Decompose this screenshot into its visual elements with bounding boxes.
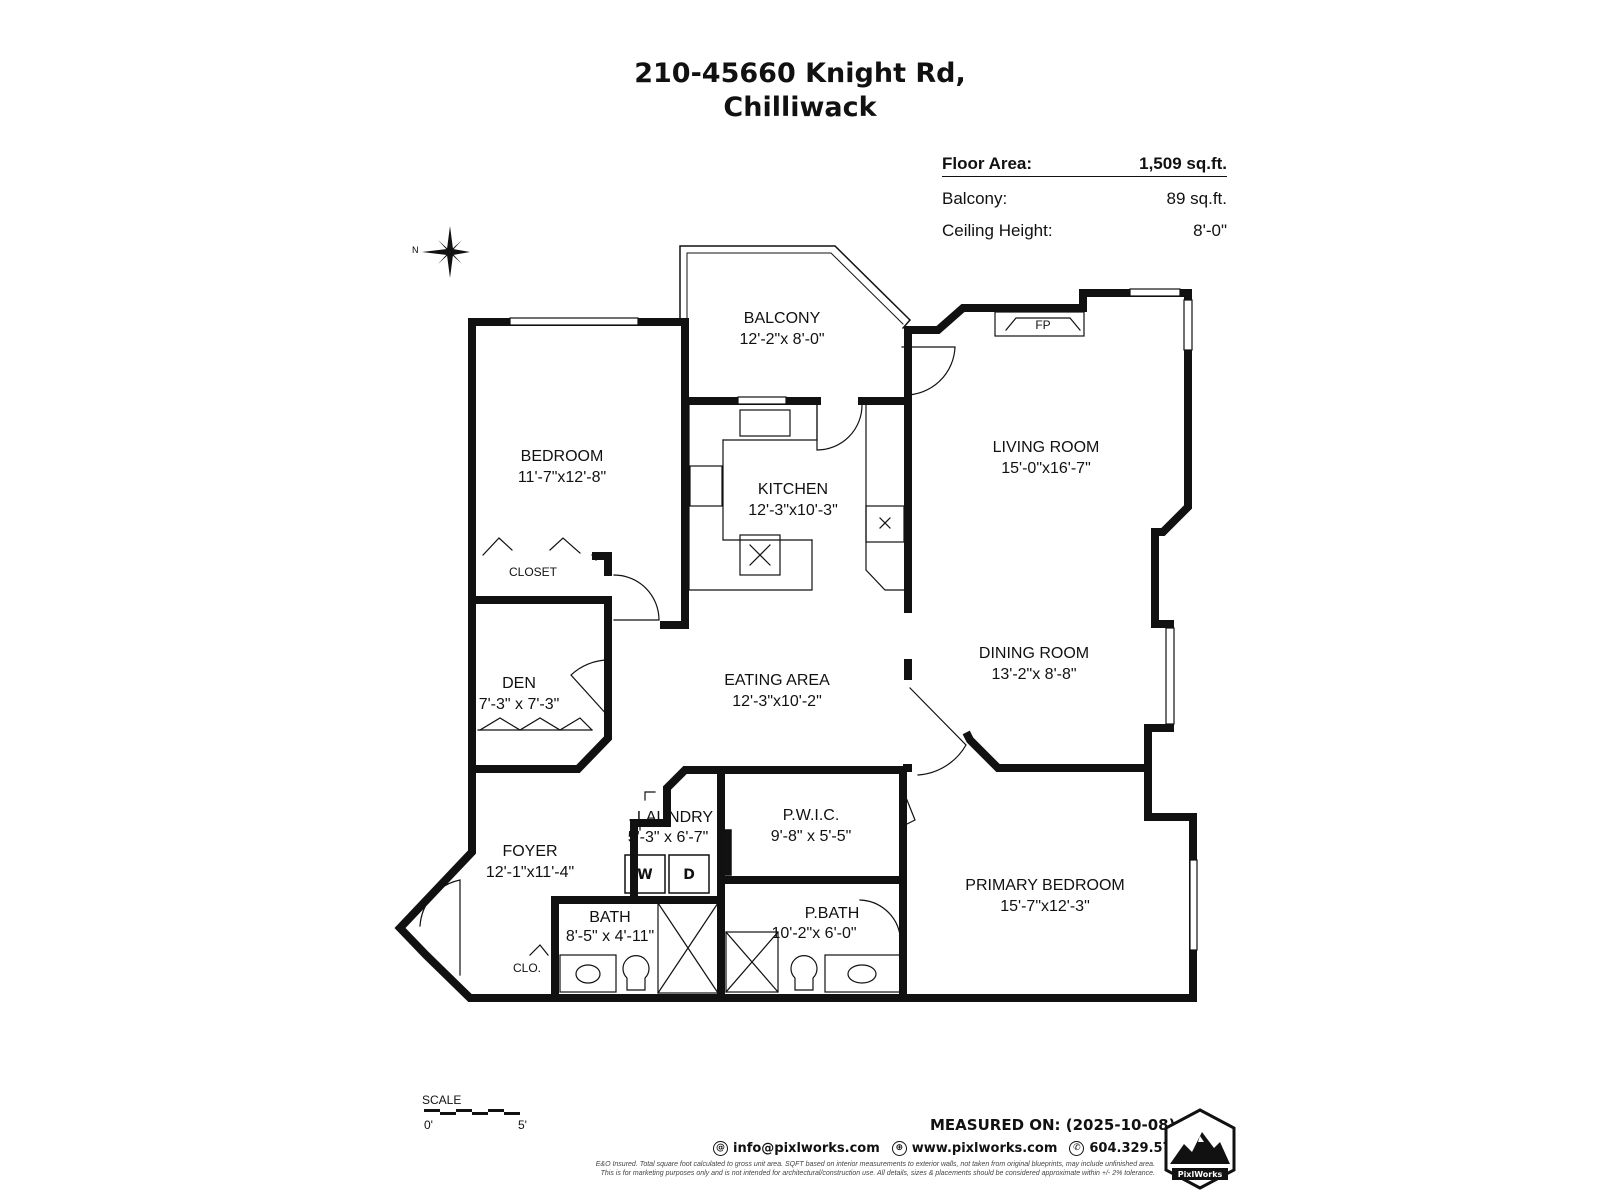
scale-start: 0' [424, 1118, 433, 1132]
area-row-floor: Floor Area: 1,509 sq.ft. [942, 150, 1227, 177]
area-value: 1,509 sq.ft. [1139, 154, 1227, 173]
email-text: info@pixlworks.com [733, 1141, 880, 1156]
area-value: 8'-0" [1193, 221, 1227, 240]
scale-label: SCALE [422, 1093, 462, 1107]
room-name: DEN [502, 675, 536, 692]
room-name: FP [1035, 318, 1050, 332]
room-name: CLO. [513, 961, 541, 975]
room-dims: 5'-3" x 6'-7" [628, 829, 709, 846]
room-name: DINING ROOM [979, 645, 1089, 662]
area-value: 89 sq.ft. [1166, 189, 1227, 208]
room-dims: 9'-8" x 5'-5" [771, 828, 852, 845]
room-name: BEDROOM [521, 448, 604, 465]
washer-label: W [637, 867, 652, 883]
room-name: LAUNDRY [637, 809, 714, 826]
kitchen-counters [688, 404, 906, 591]
scale-bar [424, 1109, 520, 1115]
phone-icon: ✆ [1069, 1141, 1085, 1156]
area-label: Floor Area: [942, 154, 1033, 173]
door-swings [419, 346, 967, 976]
website-item[interactable]: ⊕ www.pixlworks.com [891, 1141, 1058, 1156]
pixlworks-logo: PixlWorks [1164, 1108, 1236, 1190]
disclaimer-line-1: E&O Insured. Total square foot calculate… [595, 1161, 1155, 1168]
closet-doors [477, 537, 597, 956]
area-label: Ceiling Height: [942, 221, 1053, 240]
address-line-1: 210-45660 Knight Rd, [634, 58, 966, 89]
room-dims: 8'-5" x 4'-11" [566, 928, 654, 945]
mail-icon: @ [713, 1141, 728, 1156]
compass-icon: N [412, 226, 470, 278]
disclaimer: E&O Insured. Total square foot calculate… [455, 1160, 1155, 1178]
room-dims: 12'-3"x10'-2" [732, 693, 822, 710]
logo-text: PixlWorks [1178, 1170, 1223, 1179]
disclaimer-line-2: This is for marketing purposes only and … [600, 1170, 1155, 1177]
room-dims: 10'-2"x 6'-0" [771, 925, 856, 942]
room-dims: 15'-0"x16'-7" [1001, 460, 1091, 477]
room-name: BALCONY [744, 310, 821, 327]
room-name: PRIMARY BEDROOM [965, 877, 1124, 894]
room-dims: 13'-2"x 8'-8" [991, 666, 1076, 683]
area-row-ceiling: Ceiling Height: 8'-0" [942, 209, 1227, 241]
room-dims: 12'-1"x11'-4" [486, 864, 574, 881]
bath-fixtures [559, 902, 901, 994]
website-text: www.pixlworks.com [911, 1141, 1058, 1156]
room-name: FOYER [502, 843, 557, 860]
room-name: KITCHEN [758, 481, 828, 498]
room-name: CLOSET [509, 565, 558, 579]
balcony-outline [679, 245, 912, 330]
scale-end: 5' [518, 1118, 527, 1132]
contact-info: @ info@pixlworks.com ⊕ www.pixlworks.com… [713, 1141, 1190, 1156]
room-name: P.BATH [805, 905, 860, 922]
measured-on: MEASURED ON: (2025-10-08) [930, 1116, 1176, 1134]
exterior-walls [394, 289, 1197, 1002]
address-line-2: Chilliwack [723, 92, 877, 123]
room-name: P.W.I.C. [783, 807, 840, 824]
dryer-label: D [683, 867, 695, 883]
globe-icon: ⊕ [891, 1141, 907, 1156]
room-name: EATING AREA [724, 672, 830, 689]
room-name: LIVING ROOM [993, 439, 1100, 456]
email-item[interactable]: @ info@pixlworks.com [713, 1141, 880, 1156]
room-name: BATH [589, 909, 630, 926]
room-dims: 7'-3" x 7'-3" [479, 696, 560, 713]
room-dims: 11'-7"x12'-8" [518, 469, 606, 486]
room-dims: 15'-7"x12'-3" [1000, 898, 1090, 915]
compass-label: N [412, 245, 419, 255]
area-table: Floor Area: 1,509 sq.ft. Balcony: 89 sq.… [942, 150, 1227, 241]
balcony-rail [686, 252, 904, 325]
laundry-units [624, 829, 732, 894]
room-dims: 12'-3"x10'-3" [748, 502, 838, 519]
windows [509, 288, 1198, 951]
area-row-balcony: Balcony: 89 sq.ft. [942, 177, 1227, 209]
fireplace-icon [994, 311, 1085, 337]
room-dims: 12'-2"x 8'-0" [739, 331, 824, 348]
area-label: Balcony: [942, 189, 1008, 208]
